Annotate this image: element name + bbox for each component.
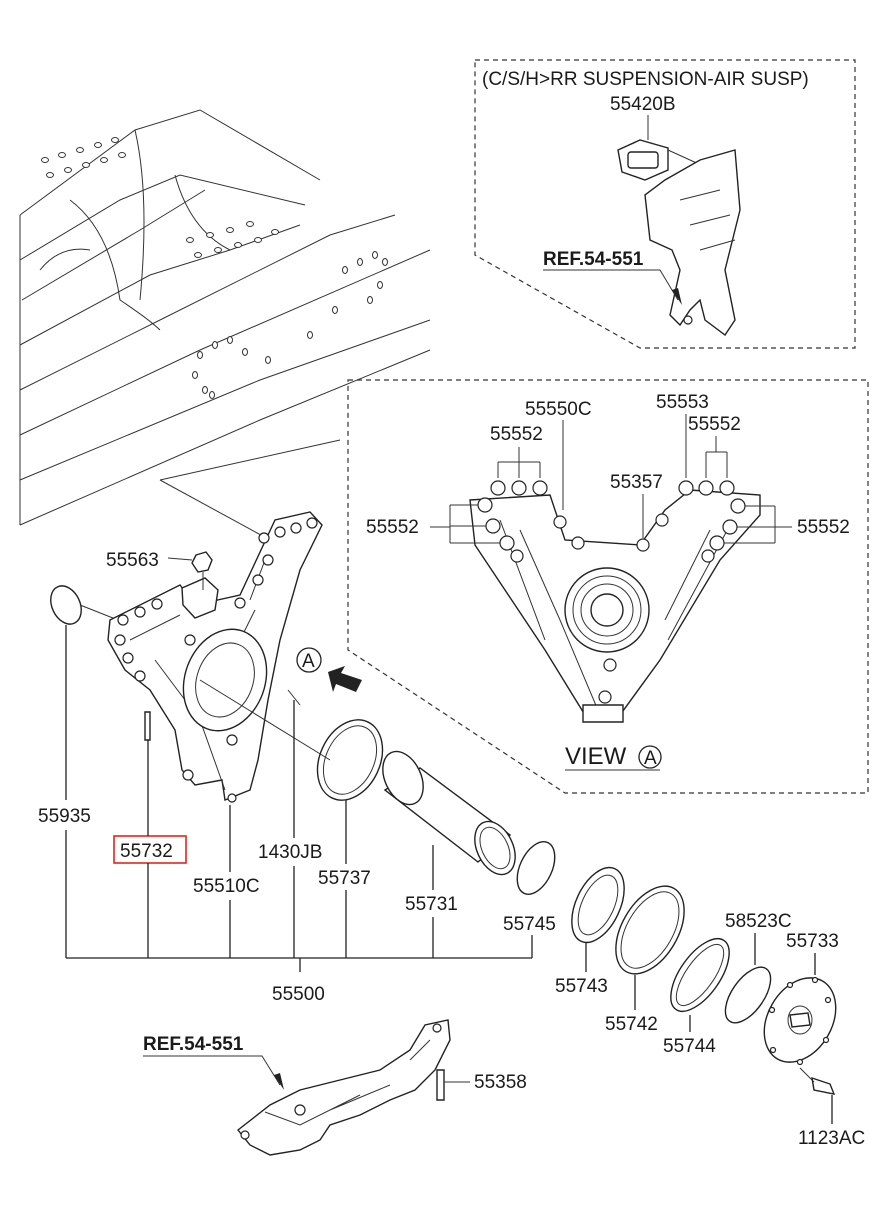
label-55737: 55737: [318, 868, 371, 889]
label-55935: 55935: [38, 806, 91, 827]
label-55731: 55731: [405, 894, 458, 915]
vehicle-frame-illustration: [19, 109, 431, 541]
label-55733: 55733: [786, 931, 839, 952]
label-55552-left: 55552: [366, 517, 419, 538]
view-letter: A: [644, 748, 657, 769]
main-bracket-assembly: A: [50, 511, 556, 895]
label-55552-top-right: 55552: [688, 414, 741, 435]
view-direction-arrow-icon: [328, 666, 362, 692]
label-55732: 55732: [120, 841, 173, 862]
label-55744: 55744: [663, 1036, 716, 1057]
label-1430JB: 1430JB: [258, 842, 322, 863]
label-55357: 55357: [610, 472, 663, 493]
view-label: VIEW: [565, 743, 627, 770]
label-55420B: 55420B: [610, 94, 676, 115]
bottom-subframe: [237, 1019, 470, 1156]
label-55742: 55742: [605, 1014, 658, 1035]
highlight-box-55732: [113, 835, 187, 864]
label-55563: 55563: [106, 550, 159, 571]
label-ref-top: REF.54-551: [543, 249, 644, 270]
label-55552-right: 55552: [797, 517, 850, 538]
air-susp-title: (C/S/H>RR SUSPENSION-AIR SUSP): [482, 69, 809, 90]
label-55358: 55358: [474, 1072, 527, 1093]
label-55745: 55745: [503, 914, 556, 935]
disc-stack: [571, 866, 837, 1095]
label-55510C: 55510C: [193, 876, 260, 897]
label-55552-top-left: 55552: [490, 424, 543, 445]
label-1123AC: 1123AC: [798, 1128, 865, 1149]
label-58523C: 58523C: [725, 911, 792, 932]
view-a-inset: 55550C 55553 55552 55552 55357 55552 555…: [347, 379, 869, 794]
label-55550C: 55550C: [525, 399, 592, 420]
arrow-letter: A: [302, 651, 315, 672]
label-55553: 55553: [656, 392, 709, 413]
main-callouts: 55563 55935 55732 1430JB 55510C 55737 55…: [38, 550, 865, 1149]
label-55743: 55743: [555, 976, 608, 997]
label-ref-bottom: REF.54-551: [143, 1034, 244, 1055]
air-suspension-inset: (C/S/H>RR SUSPENSION-AIR SUSP) 55420B RE…: [474, 59, 856, 349]
label-55500: 55500: [272, 984, 325, 1005]
